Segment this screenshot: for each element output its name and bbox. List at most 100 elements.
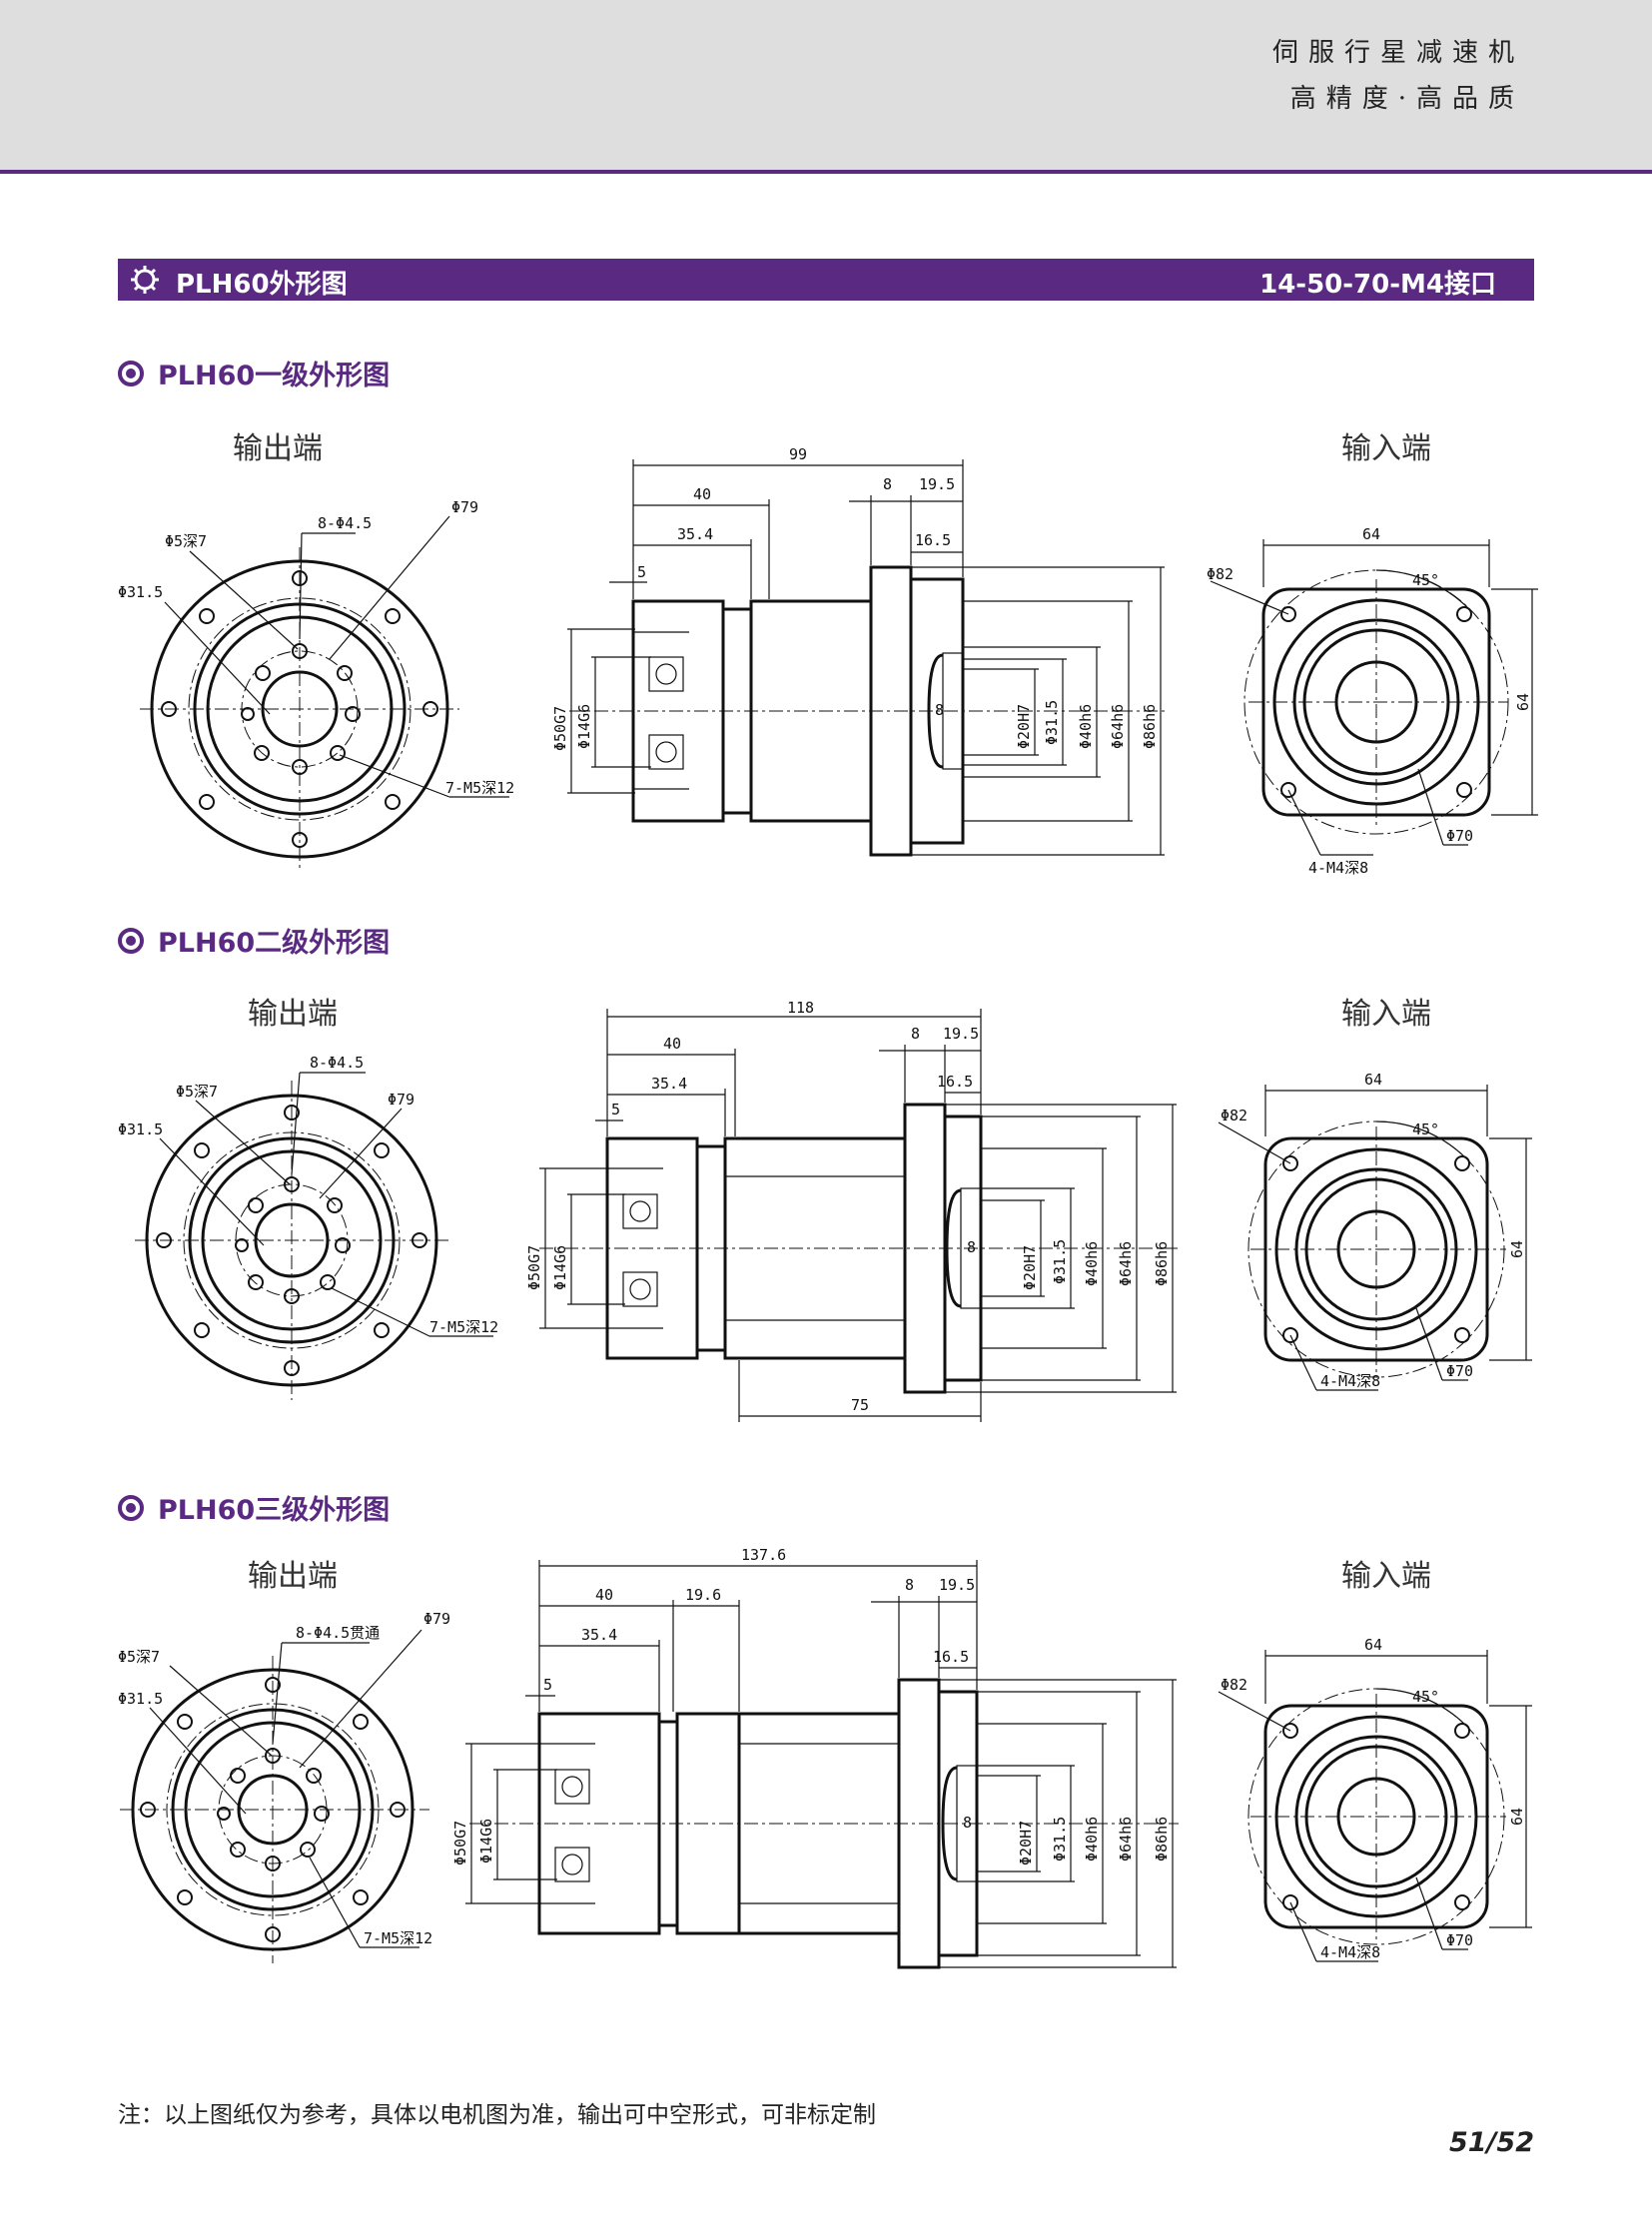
brand-line-2: 高精度·高品质 <box>1289 84 1524 114</box>
key-offset-dim: 5 <box>543 1676 552 1694</box>
d64-dim: Φ64h6 <box>1117 1817 1135 1862</box>
tapped-holes-label: 7-M5深12 <box>429 1318 498 1336</box>
bullet-icon <box>118 361 144 386</box>
housing-length-dim: 40 <box>663 1035 681 1053</box>
recess-depth-dim: 16.5 <box>937 1073 973 1091</box>
key-width-dim: 8 <box>967 1238 976 1256</box>
shaft-diameter-dim: Φ50G7 <box>525 1245 543 1290</box>
pitch-circle-label: Φ79 <box>423 1610 450 1628</box>
shaft-start-dim: 35.4 <box>651 1075 687 1093</box>
stage-2-drawings: 8-Φ4.5 Φ5深7 Φ79 Φ31.5 7-M5深12 <box>118 999 1532 1422</box>
pitch-circle-label: Φ79 <box>451 498 478 516</box>
bore-diameter-dim: Φ20H7 <box>1017 1821 1035 1865</box>
brand-slogan: 伺服行星减速机 高精度·高品质 <box>1272 30 1524 122</box>
bolt-holes-label: 8-Φ4.5 <box>318 514 372 532</box>
key-width-dim: 8 <box>963 1814 972 1832</box>
housing-length-dim: 40 <box>693 485 711 503</box>
d64-dim: Φ64h6 <box>1117 1241 1135 1286</box>
output-flange-front-view: 8-Φ4.5贯通 Φ5深7 Φ79 Φ31.5 7-M5深12 <box>118 1610 450 1963</box>
reducer-side-view: 118 40 35.4 5 8 19.5 16.5 8 75 Φ50G7 Φ14… <box>525 999 1179 1422</box>
input-flange-view: 64 64 45° Φ82 Φ70 4-M4深8 <box>1218 1636 1532 1962</box>
middle-length-dim: 19.6 <box>685 1586 721 1604</box>
header-band <box>0 0 1652 170</box>
stage-2-heading: PLH60二级外形图 <box>118 921 390 960</box>
pilot-diameter-dim: Φ31.5 <box>1051 1817 1069 1862</box>
d86-dim: Φ86h6 <box>1141 704 1159 749</box>
shaft-start-dim: 35.4 <box>581 1626 617 1644</box>
input-tapped-dim: 4-M4深8 <box>1320 1372 1380 1390</box>
overall-length-dim: 137.6 <box>741 1546 786 1564</box>
section-title: PLH60外形图 <box>176 270 348 300</box>
input-end-label: 输入端 <box>1341 431 1431 466</box>
square-width-dim: 64 <box>1364 1071 1382 1089</box>
key-width-dim: 8 <box>935 701 944 719</box>
square-height-dim: 64 <box>1508 1808 1526 1826</box>
input-flange-view: 64 64 45° Φ82 Φ70 4-M4深8 <box>1207 525 1538 877</box>
stage-3-heading: PLH60三级外形图 <box>118 1488 390 1527</box>
d40-dim: Φ40h6 <box>1083 1817 1101 1862</box>
housing-length-dim: 40 <box>595 1586 613 1604</box>
angle-dim: 45° <box>1412 1688 1439 1706</box>
square-height-dim: 64 <box>1514 693 1532 711</box>
d86-dim: Φ86h6 <box>1153 1241 1171 1286</box>
pilot-diameter-dim: Φ31.5 <box>1043 700 1061 745</box>
output-end-label: 输出端 <box>248 1559 338 1594</box>
pilot-length-dim: 19.5 <box>939 1576 975 1594</box>
output-end-label: 输出端 <box>233 431 323 466</box>
stage-3-drawings: 8-Φ4.5贯通 Φ5深7 Φ79 Φ31.5 7-M5深12 <box>118 1546 1532 1969</box>
bullet-icon <box>118 928 144 954</box>
bolt-holes-label: 8-Φ4.5 <box>310 1054 364 1072</box>
header-rule <box>0 170 1652 174</box>
corner-diameter-dim: Φ82 <box>1221 1107 1247 1124</box>
overall-length-dim: 118 <box>787 999 814 1017</box>
gear-icon <box>131 266 159 294</box>
d40-dim: Φ40h6 <box>1077 704 1095 749</box>
angle-dim: 45° <box>1412 571 1439 589</box>
overall-length-dim: 99 <box>789 445 807 463</box>
d40-dim: Φ40h6 <box>1083 1241 1101 1286</box>
bore-diameter-dim: Φ20H7 <box>1015 704 1033 749</box>
pilot-length-dim: 19.5 <box>919 475 955 493</box>
corner-diameter-dim: Φ82 <box>1207 565 1234 583</box>
key-diameter-dim: Φ14G6 <box>575 704 593 749</box>
pilot-diameter-dim: Φ31.5 <box>1051 1239 1069 1284</box>
square-width-dim: 64 <box>1364 1636 1382 1654</box>
pilot-length-dim: 19.5 <box>943 1025 979 1043</box>
input-end-label: 输入端 <box>1341 1559 1431 1594</box>
flange-thickness-dim: 8 <box>905 1576 914 1594</box>
corner-diameter-dim: Φ82 <box>1221 1676 1247 1694</box>
output-flange-front-view: 8-Φ4.5 Φ5深7 Φ79 Φ31.5 7-M5深12 <box>118 498 514 871</box>
stage-1-drawings: 8-Φ4.5 Φ5深7 Φ79 Φ31.5 7-M5深12 <box>118 445 1538 877</box>
tapped-holes-label: 7-M5深12 <box>445 779 514 797</box>
input-tapped-dim: 4-M4深8 <box>1320 1943 1380 1961</box>
square-width-dim: 64 <box>1362 525 1380 543</box>
angle-dim: 45° <box>1412 1120 1439 1138</box>
bullet-icon <box>118 1495 144 1521</box>
d64-dim: Φ64h6 <box>1109 704 1127 749</box>
brand-line-1: 伺服行星减速机 <box>1271 38 1524 68</box>
flange-thickness-dim: 8 <box>911 1025 920 1043</box>
pilot-diameter-label: Φ31.5 <box>118 583 163 601</box>
shaft-start-dim: 35.4 <box>677 525 713 543</box>
output-end-label: 输出端 <box>248 997 338 1032</box>
shaft-diameter-dim: Φ50G7 <box>451 1821 469 1865</box>
key-diameter-dim: Φ14G6 <box>477 1819 495 1864</box>
pin-hole-label: Φ5深7 <box>176 1083 218 1101</box>
bottom-length-dim: 75 <box>851 1396 869 1414</box>
pin-hole-label: Φ5深7 <box>165 532 207 550</box>
bolt-holes-label: 8-Φ4.5贯通 <box>296 1624 380 1642</box>
pilot-diameter-label: Φ31.5 <box>118 1690 163 1708</box>
key-diameter-dim: Φ14G6 <box>551 1245 569 1290</box>
recess-depth-dim: 16.5 <box>933 1648 969 1666</box>
pilot-diameter-label: Φ31.5 <box>118 1120 163 1138</box>
pitch-circle-label: Φ79 <box>388 1091 414 1109</box>
pcd-dim: Φ70 <box>1446 1931 1473 1949</box>
d86-dim: Φ86h6 <box>1153 1817 1171 1862</box>
pcd-dim: Φ70 <box>1446 827 1473 845</box>
input-flange-view: 64 64 45° Φ82 Φ70 4-M4深8 <box>1218 1071 1532 1391</box>
flange-thickness-dim: 8 <box>883 475 892 493</box>
output-flange-front-view: 8-Φ4.5 Φ5深7 Φ79 Φ31.5 7-M5深12 <box>118 1054 498 1400</box>
reducer-side-view: 137.6 40 19.6 35.4 5 8 19.5 16.5 8 Φ50G7… <box>451 1546 1179 1969</box>
input-end-label: 输入端 <box>1341 997 1431 1032</box>
pcd-dim: Φ70 <box>1446 1362 1473 1380</box>
